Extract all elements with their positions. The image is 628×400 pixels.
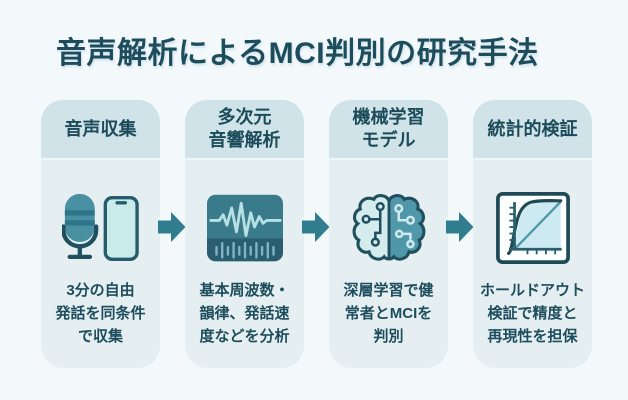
step-description: ホールドアウト 検証で精度と 再現性を担保 [479, 282, 585, 345]
microphone-phone-icon [41, 190, 160, 266]
step-card-acoustic-analysis: 多次元 音響解析 [185, 100, 304, 368]
flow-arrow-icon [158, 209, 186, 245]
step-header: 統計的検証 [473, 100, 592, 160]
roc-curve-icon [473, 190, 592, 266]
step-description: 基本周波数・ 韻律、発話速 度などを分析 [199, 282, 290, 345]
step-card-ml-model: 機械学習 モデル [329, 100, 448, 368]
flow-arrow-icon [302, 209, 330, 245]
step-card-statistical-validation: 統計的検証 [473, 100, 592, 368]
step-header: 多次元 音響解析 [185, 100, 304, 160]
step-card-voice-collection: 音声収集 3分の自由 発話を同条件 で収集 [41, 100, 160, 368]
brain-circuit-icon [329, 190, 448, 266]
step-header: 音声収集 [41, 100, 160, 160]
flow-arrow-icon [446, 209, 474, 245]
step-header: 機械学習 モデル [329, 100, 448, 160]
step-description: 深層学習で健 常者とMCIを 判別 [343, 282, 434, 345]
page-title: 音声解析によるMCI判別の研究手法 [56, 37, 539, 70]
step-description: 3分の自由 発話を同条件 で収集 [55, 282, 146, 345]
waveform-icon [185, 190, 304, 266]
